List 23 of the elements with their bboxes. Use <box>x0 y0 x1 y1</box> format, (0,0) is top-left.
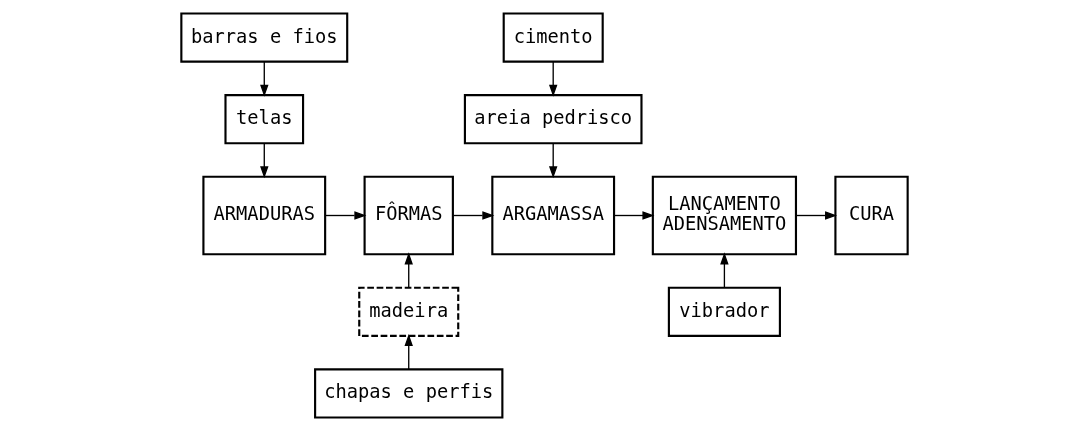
arrow <box>548 61 557 97</box>
arrow <box>259 143 268 179</box>
node-box: telas <box>223 94 304 145</box>
arrow <box>259 61 268 97</box>
arrow <box>404 252 413 289</box>
node-box: areia pedrisco <box>463 94 643 145</box>
arrow <box>452 211 494 220</box>
arrow <box>324 211 366 220</box>
arrow <box>548 143 557 179</box>
node-box: barras e fios <box>179 12 348 63</box>
node-box: ARMADURAS <box>201 175 326 256</box>
arrow <box>404 333 413 370</box>
node-box: chapas e perfis <box>313 368 503 419</box>
node-box: FÔRMAS <box>363 175 454 256</box>
arrow <box>719 252 729 289</box>
node-box: cimento <box>502 12 604 63</box>
node-box: madeira <box>357 286 459 337</box>
arrow <box>613 211 654 220</box>
node-box: CURA <box>833 175 909 256</box>
node-box: ARGAMASSA <box>490 175 615 256</box>
node-box: LANÇAMENTO ADENSAMENTO <box>651 175 797 256</box>
node-box: vibrador <box>667 286 781 337</box>
arrow <box>795 211 837 220</box>
